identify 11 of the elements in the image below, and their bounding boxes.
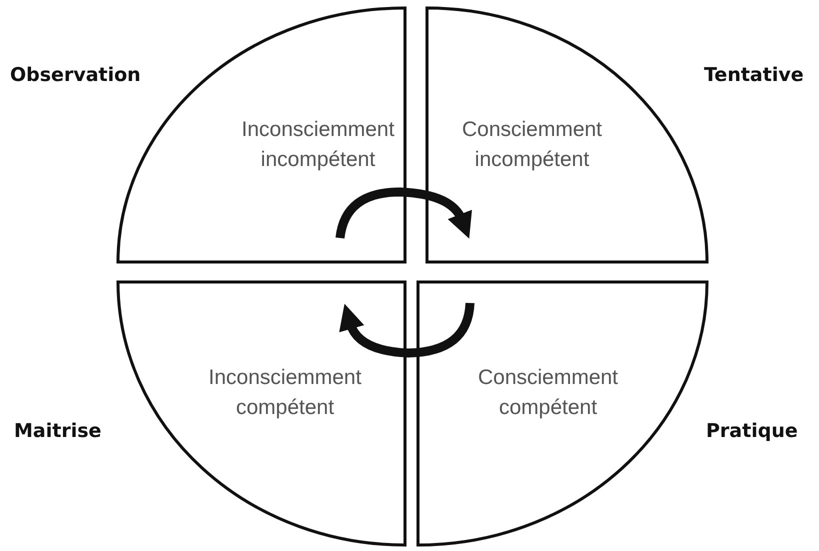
stage-heading: Tentative (704, 64, 804, 86)
quadrant-label: Inconsciemment compétent (208, 365, 362, 421)
stage-heading: Maitrise (14, 420, 102, 442)
quadrant-label: Consciemment incompétent (460, 117, 604, 173)
curved-arrow (340, 302, 474, 358)
quadrant-shape (418, 282, 707, 545)
stage-heading: Observation (10, 64, 141, 86)
stage-heading: Pratique (706, 420, 798, 442)
quadrant-shape (118, 282, 405, 545)
quadrant-label: Consciemment compétent (476, 365, 620, 421)
quadrant-label: Inconsciemment incompétent (240, 117, 396, 173)
